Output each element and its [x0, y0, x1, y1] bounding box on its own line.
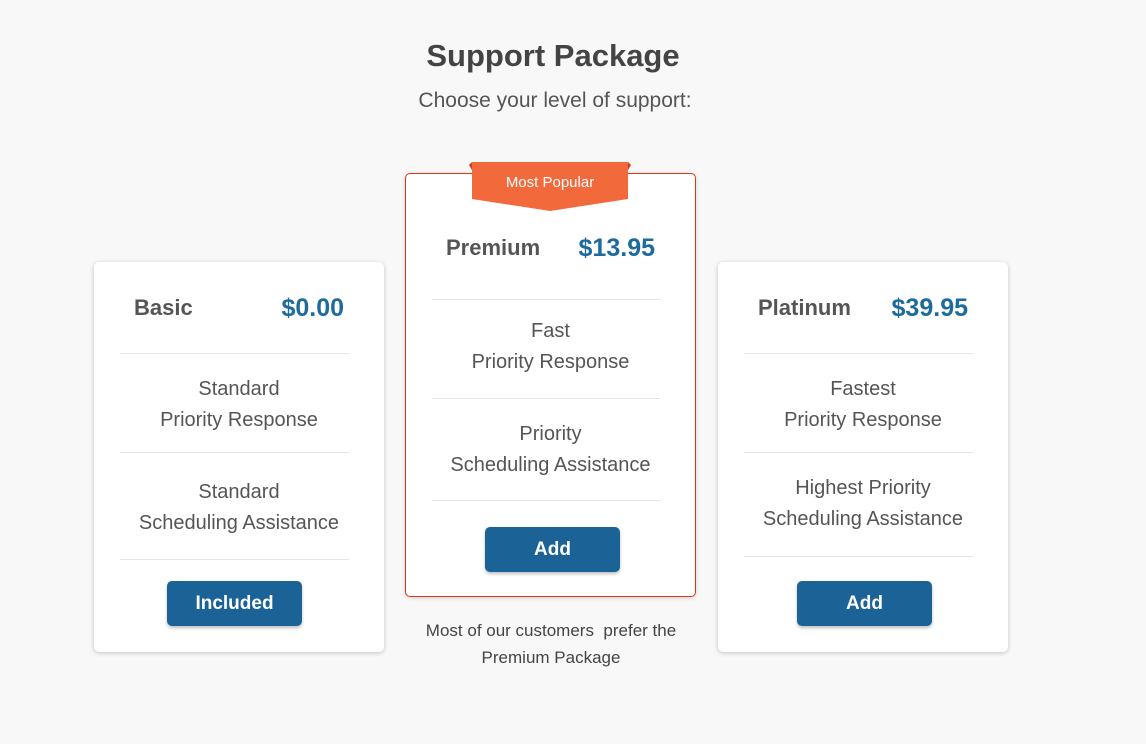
footnote-line: Premium Package	[481, 648, 621, 667]
feature-line: Fast	[531, 320, 570, 342]
plan-price: $13.95	[578, 234, 655, 262]
ribbon-shape	[469, 162, 631, 211]
divider	[432, 500, 660, 501]
footnote-line: Most of our customers prefer the	[425, 621, 677, 640]
plan-price: $39.95	[891, 294, 968, 322]
plan-card-platinum: Platinum $39.95 Fastest Priority Respons…	[718, 262, 1008, 652]
ribbon-label: Most Popular	[505, 174, 595, 191]
most-popular-ribbon: Most Popular	[469, 162, 631, 211]
add-premium-button[interactable]: Add	[485, 527, 620, 572]
feature-line: Priority Response	[471, 351, 630, 373]
divider	[432, 398, 660, 399]
plan-header: Basic $0.00	[120, 293, 358, 323]
included-button[interactable]: Included	[167, 581, 302, 626]
divider	[120, 353, 349, 354]
feature-line: Standard	[198, 378, 280, 400]
divider	[432, 299, 660, 300]
plan-name: Basic	[134, 295, 193, 320]
feature-scheduling-assistance: Priority Scheduling Assistance	[406, 419, 695, 481]
feature-priority-response: Fastest Priority Response	[718, 374, 1008, 436]
divider	[120, 559, 349, 560]
feature-priority-response: Fast Priority Response	[406, 316, 695, 378]
feature-line: Scheduling Assistance	[450, 454, 651, 476]
plan-card-premium: Most Popular Premium $13.95 Fast Priorit…	[405, 162, 696, 597]
page-title: Support Package	[426, 38, 680, 73]
plan-price: $0.00	[281, 294, 344, 322]
divider	[744, 556, 973, 557]
plan-header: Platinum $39.95	[744, 293, 982, 323]
plan-name: Premium	[446, 235, 541, 260]
divider	[744, 353, 973, 354]
feature-line: Highest Priority	[795, 477, 931, 499]
feature-line: Priority Response	[160, 409, 318, 431]
feature-line: Standard	[198, 481, 280, 503]
plan-card-basic: Basic $0.00 Standard Priority Response S…	[94, 262, 384, 652]
feature-line: Priority Response	[784, 409, 942, 431]
feature-priority-response: Standard Priority Response	[94, 374, 384, 436]
feature-line: Scheduling Assistance	[762, 508, 964, 530]
plan-name: Platinum	[758, 295, 851, 320]
feature-scheduling-assistance: Standard Scheduling Assistance	[94, 477, 384, 539]
divider	[120, 452, 349, 453]
add-platinum-button[interactable]: Add	[797, 581, 932, 626]
page-subtitle: Choose your level of support:	[418, 89, 692, 112]
footnote: Most of our customers prefer the Premium…	[405, 617, 697, 671]
feature-scheduling-assistance: Highest Priority Scheduling Assistance	[718, 473, 1008, 535]
plan-header: Premium $13.95	[432, 233, 669, 263]
feature-line: Fastest	[830, 378, 896, 400]
divider	[744, 452, 973, 453]
feature-line: Priority	[519, 423, 582, 445]
feature-line: Scheduling Assistance	[138, 512, 340, 534]
